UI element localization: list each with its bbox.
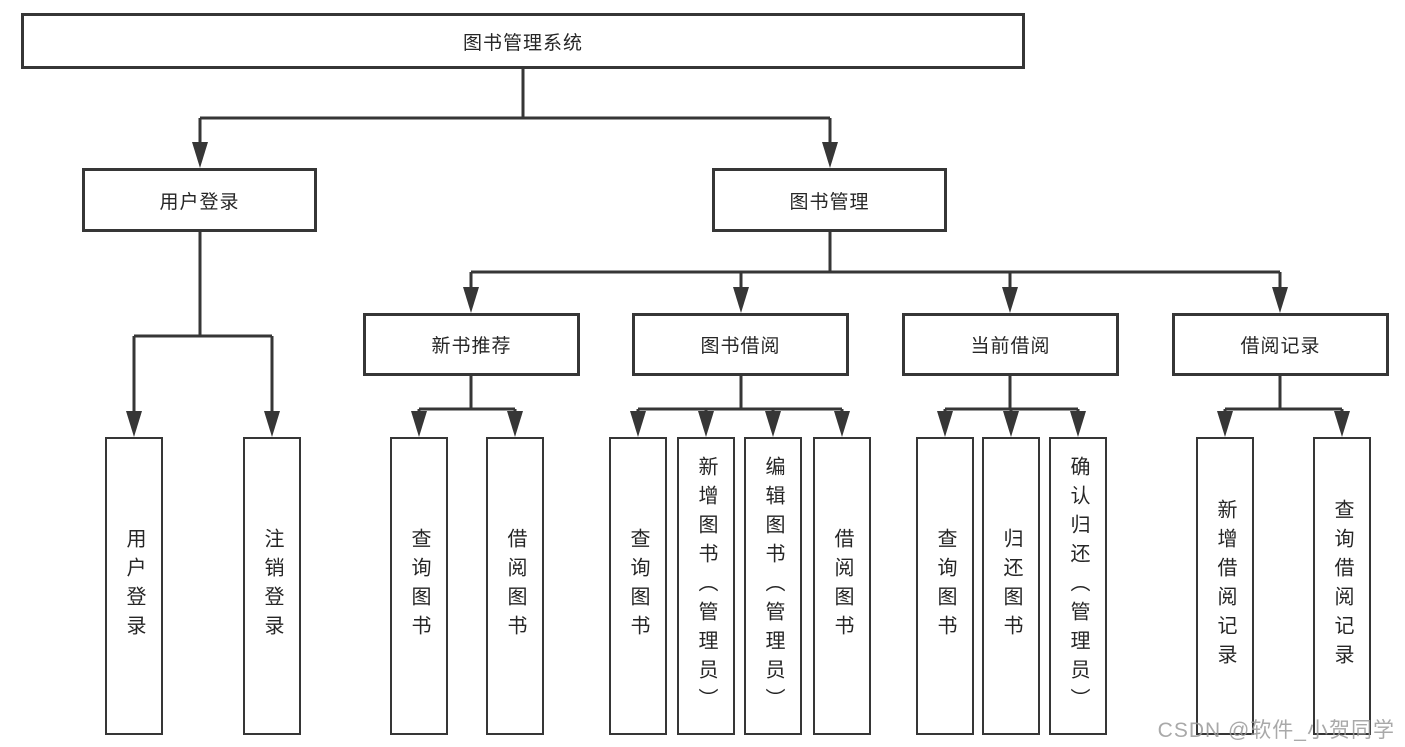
leaf-user-login: 用户登录 bbox=[105, 437, 163, 735]
node-root-system: 图书管理系统 bbox=[21, 13, 1025, 69]
leaf-query-borrow-record: 查询借阅记录 bbox=[1313, 437, 1371, 735]
leaf-query-books-borrow: 查询图书 bbox=[609, 437, 667, 735]
node-current-borrow: 当前借阅 bbox=[902, 313, 1119, 376]
leaf-return-books: 归还图书 bbox=[982, 437, 1040, 735]
leaf-query-borrow-record-label: 查询借阅记录 bbox=[1331, 499, 1353, 673]
node-book-borrow: 图书借阅 bbox=[632, 313, 849, 376]
leaf-borrow-books: 借阅图书 bbox=[813, 437, 871, 735]
leaf-add-borrow-record: 新增借阅记录 bbox=[1196, 437, 1254, 735]
leaf-borrow-books-recommend: 借阅图书 bbox=[486, 437, 544, 735]
leaf-edit-book-admin: 编辑图书（管理员） bbox=[744, 437, 802, 735]
leaf-query-books-recommend: 查询图书 bbox=[390, 437, 448, 735]
node-book-management: 图书管理 bbox=[712, 168, 947, 232]
node-borrow-records: 借阅记录 bbox=[1172, 313, 1389, 376]
leaf-add-borrow-record-label: 新增借阅记录 bbox=[1214, 499, 1236, 673]
node-new-book-recommend: 新书推荐 bbox=[363, 313, 580, 376]
leaf-logout-label: 注销登录 bbox=[261, 528, 283, 644]
leaf-query-books-borrow-label: 查询图书 bbox=[627, 528, 649, 644]
leaf-query-books-current: 查询图书 bbox=[916, 437, 974, 735]
leaf-add-book-admin: 新增图书（管理员） bbox=[677, 437, 735, 735]
leaf-user-login-label: 用户登录 bbox=[123, 528, 145, 644]
leaf-borrow-books-label: 借阅图书 bbox=[831, 528, 853, 644]
leaf-confirm-return-admin: 确认归还（管理员） bbox=[1049, 437, 1107, 735]
leaf-return-books-label: 归还图书 bbox=[1000, 528, 1022, 644]
csdn-watermark: CSDN @软件_小贺同学 bbox=[1157, 719, 1395, 742]
leaf-edit-book-admin-label: 编辑图书（管理员） bbox=[762, 455, 784, 717]
leaf-query-books-recommend-label: 查询图书 bbox=[408, 528, 430, 644]
leaf-confirm-return-admin-label: 确认归还（管理员） bbox=[1067, 455, 1089, 717]
leaf-add-book-admin-label: 新增图书（管理员） bbox=[695, 455, 717, 717]
leaf-borrow-books-recommend-label: 借阅图书 bbox=[504, 528, 526, 644]
leaf-logout: 注销登录 bbox=[243, 437, 301, 735]
node-user-login: 用户登录 bbox=[82, 168, 317, 232]
leaf-query-books-current-label: 查询图书 bbox=[934, 528, 956, 644]
